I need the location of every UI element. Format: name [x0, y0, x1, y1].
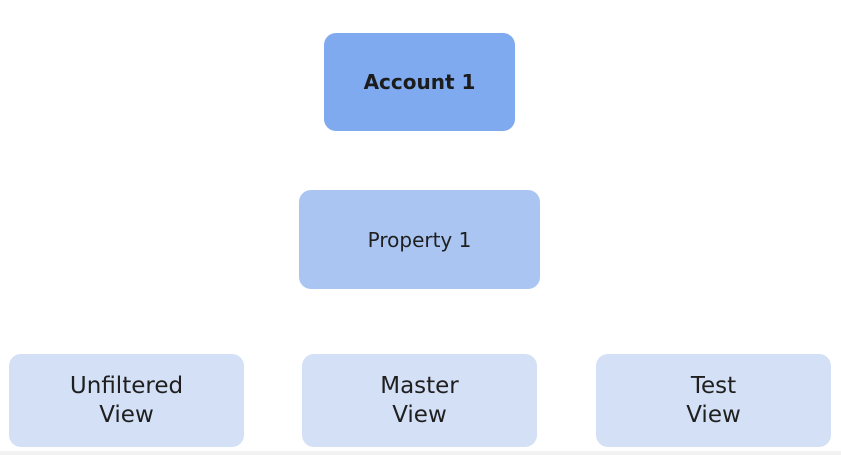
master-view-node: Master View: [302, 354, 537, 447]
bottom-divider: [0, 451, 841, 455]
test-view-label: Test View: [686, 372, 741, 428]
test-view-node: Test View: [596, 354, 831, 447]
account-node: Account 1: [324, 33, 515, 131]
master-view-label: Master View: [380, 372, 459, 428]
property-label: Property 1: [367, 227, 472, 252]
property-node: Property 1: [299, 190, 540, 289]
account-label: Account 1: [363, 70, 476, 94]
unfiltered-view-node: Unfiltered View: [9, 354, 244, 447]
unfiltered-view-label: Unfiltered View: [69, 372, 184, 428]
